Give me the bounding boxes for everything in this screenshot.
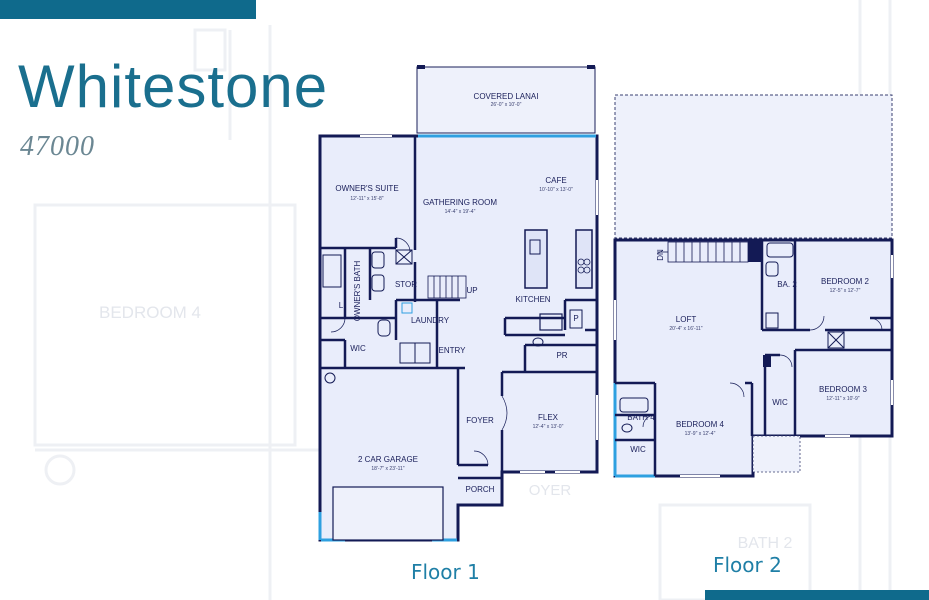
cafe-label: CAFE (545, 176, 566, 185)
entry-label: ENTRY (439, 346, 467, 355)
covered-lanai-dims: 26'-0" x 10'-0" (491, 102, 522, 108)
kitchen-counter (575, 229, 593, 289)
owners-suite-dims: 12'-11" x 15'-8" (350, 196, 383, 202)
bedroom-3-label: BEDROOM 3 (819, 385, 868, 394)
floor-2-windows (613, 383, 655, 478)
bedroom-4-dims: 13'-9" x 12'-4" (685, 431, 716, 437)
owners-suite-label: OWNER'S SUITE (335, 184, 398, 193)
bedroom-2-label: BEDROOM 2 (821, 277, 870, 286)
bedroom-4-label: BEDROOM 4 (676, 420, 725, 429)
floor-2-label: Floor 2 (713, 553, 782, 577)
loft-dims: 20'-4" x 16'-11" (669, 326, 702, 332)
garage-label: 2 CAR GARAGE (358, 455, 418, 464)
ghost-foyer-label: OYER (529, 482, 572, 499)
foyer-label: FOYER (466, 416, 494, 425)
gathering-room-label: GATHERING ROOM (423, 198, 497, 207)
bedroom-2-dims: 12'-5" x 12'-7" (830, 288, 861, 294)
flex-label: FLEX (538, 413, 559, 422)
floor-2-interior-walls (615, 240, 892, 476)
page-title: Whitestone (18, 53, 329, 120)
floor-1-plan: COVERED LANAI 26'-0" x 10'-0" OWNER'S SU… (318, 65, 599, 542)
laundry-label: LAUNDRY (411, 316, 450, 325)
garage-dims: 18'-7" x 23'-11" (371, 466, 404, 472)
pantry-label: P (573, 314, 578, 323)
ghost-bedroom4-label: BEDROOM 4 (99, 303, 201, 322)
loft-label: LOFT (676, 315, 697, 324)
kitchen-island (524, 229, 548, 289)
gathering-room-dims: 14'-4" x 19'-4" (445, 209, 476, 215)
dn-label: DN (656, 249, 665, 261)
l-label: L (339, 301, 344, 310)
wic-1-label: WIC (350, 344, 366, 353)
bottom-accent-bar (705, 590, 929, 600)
bedroom-3-dims: 12'-11" x 10'-9" (826, 396, 859, 402)
porch-label: PORCH (466, 485, 495, 494)
floor-2-plan: DN LOFT 20'-4" x 16'-11" BA. 2 BEDROOM 2… (613, 94, 894, 478)
powder-room-label: PR (556, 351, 567, 360)
floor-1-interior-walls (320, 136, 597, 480)
ghost-bath2-label: BATH 2 (738, 535, 793, 552)
up-label: UP (466, 286, 477, 295)
bath-4-label: BATH 4 (627, 413, 655, 422)
floor-1-label: Floor 1 (411, 560, 480, 584)
wic-2-label: WIC (772, 398, 788, 407)
bath-2-label: BA. 2 (777, 280, 797, 289)
kitchen-label: KITCHEN (515, 295, 550, 304)
floor-2-fill (615, 240, 892, 476)
cafe-dims: 10'-10" x 13'-0" (539, 187, 573, 193)
stor-label: STOR (395, 280, 417, 289)
flex-dims: 12'-4" x 13'-0" (533, 424, 564, 430)
covered-lanai-area (416, 66, 596, 134)
floor-2-stairs (667, 241, 749, 263)
owners-bath-label: OWNER'S BATH (353, 261, 362, 322)
plan-number: 47000 (20, 131, 95, 162)
covered-lanai-label: COVERED LANAI (474, 92, 539, 101)
garage-door (332, 486, 444, 541)
wic-3-label: WIC (630, 445, 646, 454)
floor-1-stairs (427, 275, 467, 299)
open-to-below-area (614, 94, 893, 239)
top-accent-bar (0, 0, 256, 19)
